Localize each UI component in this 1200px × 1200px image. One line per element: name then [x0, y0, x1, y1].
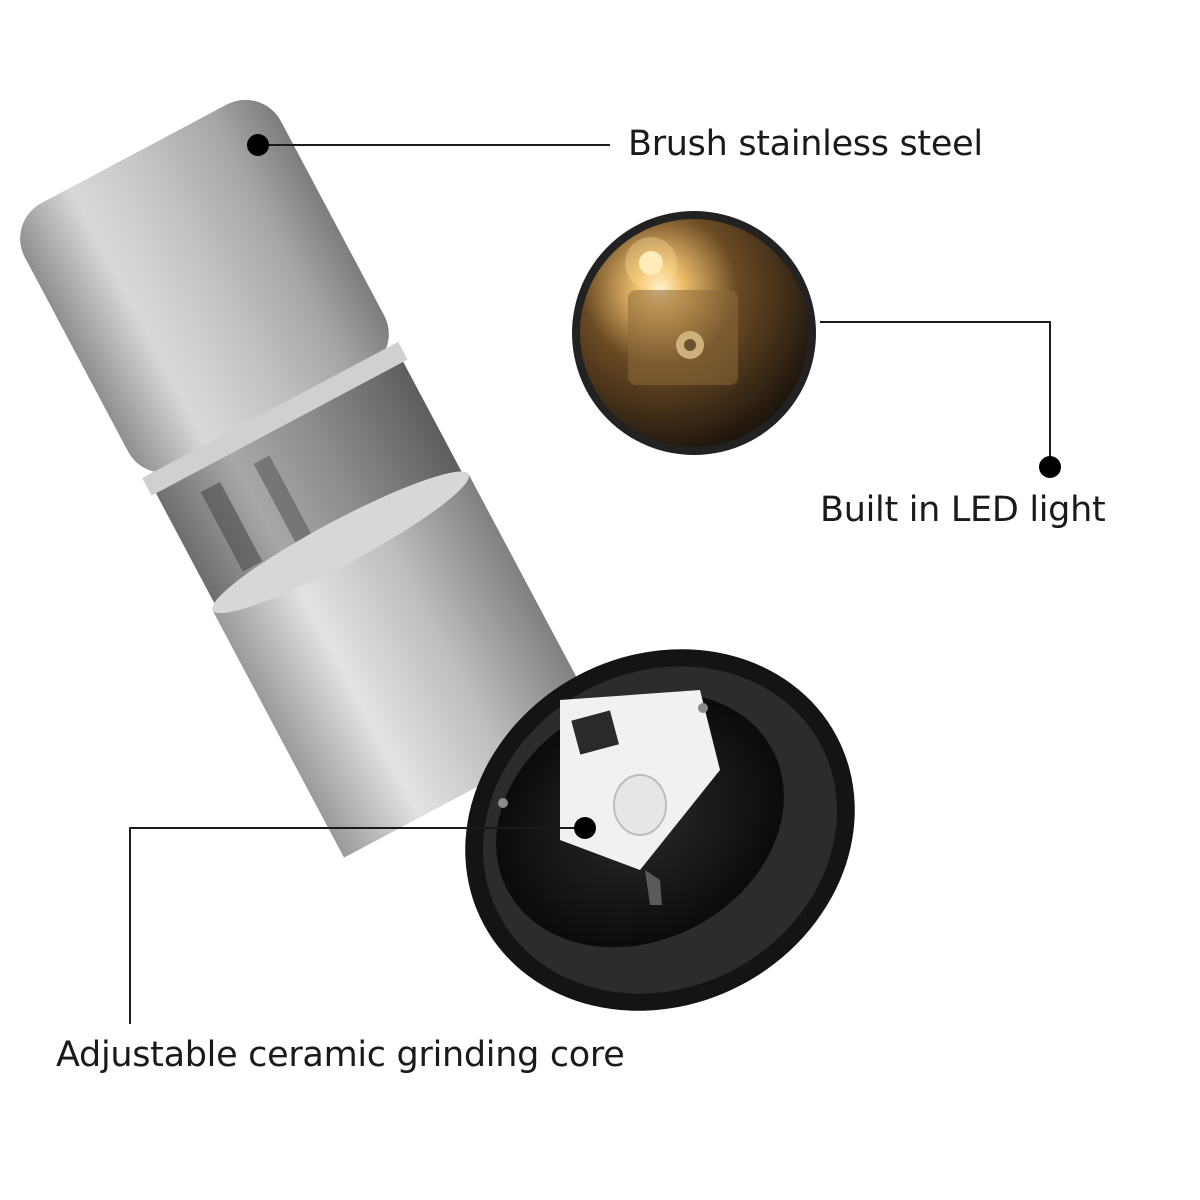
steel-body-top [20, 99, 389, 473]
led-inset [572, 211, 816, 455]
adjust-knob [613, 774, 667, 836]
dot-steel [247, 134, 269, 156]
callout-stainless-steel: Brush stainless steel [628, 124, 983, 164]
leader-led [820, 321, 1061, 478]
dot-led [1039, 456, 1061, 478]
pepper-mill [20, 99, 601, 858]
callout-grinding-core: Adjustable ceramic grinding core [56, 1035, 625, 1075]
steel-ring [142, 341, 408, 496]
leader-core [129, 817, 596, 1024]
dot-core [574, 817, 596, 839]
callout-led-light: Built in LED light [820, 490, 1106, 530]
leader-steel [247, 134, 610, 156]
led-light-icon [639, 251, 663, 275]
grinder-opening [465, 649, 855, 1011]
